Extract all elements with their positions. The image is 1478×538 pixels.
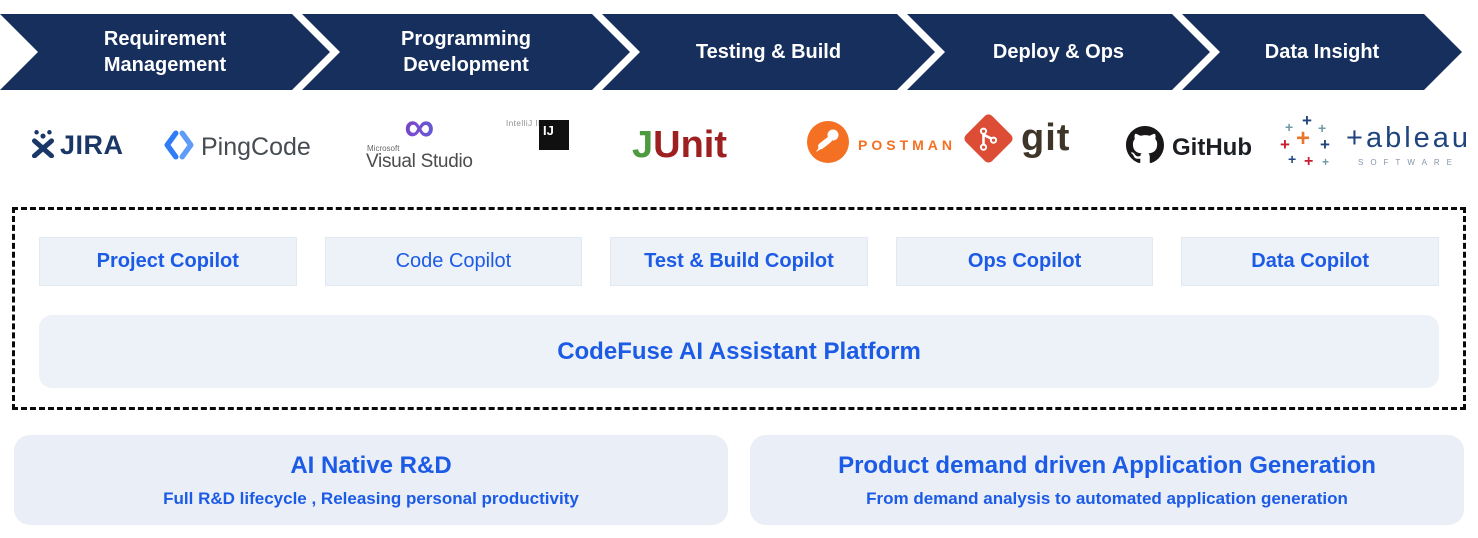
jira-label: JIRA (60, 130, 124, 160)
git-label: git (1021, 117, 1071, 160)
copilot-row: Project Copilot Code Copilot Test & Buil… (39, 237, 1439, 286)
git-logo: git (962, 112, 1071, 165)
github-octocat-icon (1126, 126, 1164, 169)
app-generation-card: Product demand driven Application Genera… (750, 435, 1464, 525)
stage-requirement-management: Requirement Management (0, 14, 330, 90)
feature-title: Product demand driven Application Genera… (838, 451, 1376, 479)
tableau-icon: + + + + + + + + + (1280, 111, 1330, 170)
pingcode-label: PingCode (201, 133, 311, 161)
tableau-label: +ableau (1346, 122, 1472, 154)
git-icon (962, 112, 1015, 165)
intellij-logo: IJ IntelliJ IDEA (506, 105, 570, 150)
stage-data-insight: Data Insight (1182, 14, 1462, 90)
feature-title: AI Native R&D (290, 451, 452, 479)
feature-cards-row: AI Native R&D Full R&D lifecycle , Relea… (14, 435, 1464, 525)
jira-icon (28, 128, 58, 163)
intellij-bar (535, 105, 545, 108)
tableau-logo: + + + + + + + + + +ableau SOFTWARE (1280, 112, 1471, 174)
pingcode-logo: PingCode (164, 130, 311, 165)
tableau-wordmark: +ableau SOFTWARE (1346, 112, 1471, 167)
visual-studio-label: Visual Studio (366, 151, 473, 172)
feature-subtitle: Full R&D lifecycle , Releasing personal … (163, 488, 579, 508)
stage-label: Programming Development (400, 28, 532, 76)
jira-logo: JIRA (28, 128, 124, 163)
code-copilot-card: Code Copilot (324, 237, 583, 286)
postman-logo: POSTMAN (806, 120, 956, 169)
tableau-software-label: SOFTWARE (1357, 158, 1460, 167)
stage-label: Deploy & Ops (992, 41, 1125, 63)
ai-native-rd-card: AI Native R&D Full R&D lifecycle , Relea… (14, 435, 728, 525)
intellij-caption: IntelliJ IDEA (506, 119, 557, 128)
project-copilot-card: Project Copilot (39, 237, 297, 286)
ops-copilot-card: Ops Copilot (895, 237, 1154, 286)
visual-studio-logo: ∞ Microsoft Visual Studio (366, 106, 473, 173)
junit-j-label: J (632, 124, 654, 166)
test-build-copilot-card: Test & Build Copilot (610, 237, 868, 286)
stage-label: Requirement Management (103, 28, 227, 76)
stage-label: Data Insight (1264, 41, 1380, 63)
codefuse-platform-bar: CodeFuse AI Assistant Platform (39, 315, 1439, 388)
postman-label: POSTMAN (858, 136, 956, 153)
process-banner: Requirement Management Programming Devel… (0, 14, 1462, 90)
stage-deploy-ops: Deploy & Ops (907, 14, 1210, 90)
pingcode-icon (164, 130, 194, 165)
stage-programming-development: Programming Development (302, 14, 630, 90)
data-copilot-card: Data Copilot (1181, 237, 1439, 286)
stage-testing-build: Testing & Build (602, 14, 935, 90)
postman-icon (806, 120, 850, 169)
junit-unit-label: Unit (653, 124, 728, 166)
junit-logo: J Unit (632, 124, 727, 167)
microsoft-brand-label: Microsoft (367, 144, 400, 153)
github-logo: GitHub (1126, 126, 1252, 169)
intellij-abbr: IJ (539, 120, 570, 150)
feature-subtitle: From demand analysis to automated applic… (866, 488, 1348, 508)
tool-logos-row: JIRA PingCode ∞ Microsoft Visual Studio … (0, 90, 1478, 202)
codefuse-platform-box: Project Copilot Code Copilot Test & Buil… (12, 207, 1466, 410)
visual-studio-infinity-icon: ∞ (366, 106, 473, 148)
github-label: GitHub (1172, 133, 1252, 161)
stage-label: Testing & Build (695, 41, 842, 63)
